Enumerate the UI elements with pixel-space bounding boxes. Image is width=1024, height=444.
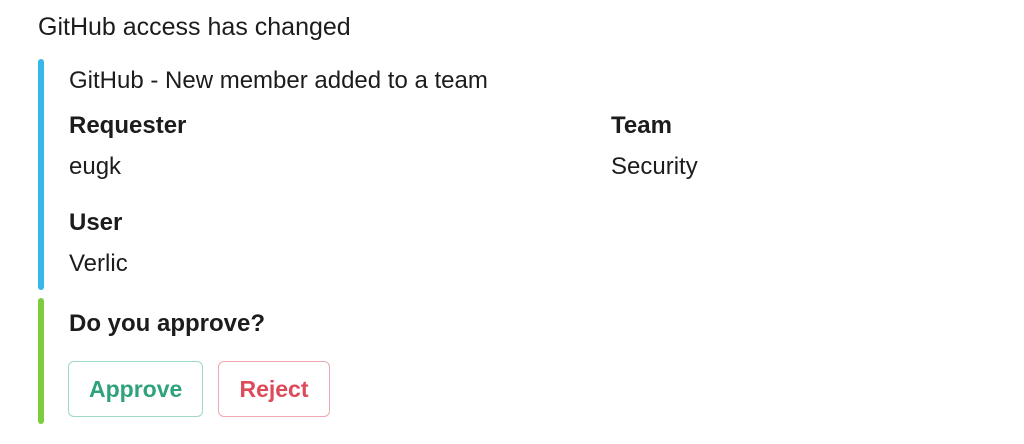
- field-value-requester: eugk: [69, 153, 122, 180]
- field-value-user: Verlic: [69, 250, 128, 277]
- approval-attachment: Do you approve? Approve Reject: [38, 298, 1018, 424]
- github-attachment: GitHub - New member added to a team Requ…: [38, 59, 1018, 290]
- field-label-user: User: [69, 209, 123, 236]
- field-requester: Requester eugk: [69, 110, 186, 183]
- field-user: User Verlic: [69, 207, 128, 280]
- approval-question: Do you approve?: [69, 310, 266, 337]
- field-team: Team Security: [611, 110, 698, 183]
- attachment-color-bar: [38, 59, 44, 290]
- approve-button[interactable]: Approve: [68, 361, 203, 417]
- message-text: GitHub access has changed: [38, 13, 351, 41]
- attachment-title: GitHub - New member added to a team: [69, 67, 488, 94]
- approval-actions: Approve Reject: [68, 361, 330, 417]
- field-label-requester: Requester: [69, 112, 187, 139]
- field-label-team: Team: [611, 112, 672, 139]
- field-value-team: Security: [611, 153, 698, 180]
- approval-color-bar: [38, 298, 44, 424]
- reject-button[interactable]: Reject: [218, 361, 330, 417]
